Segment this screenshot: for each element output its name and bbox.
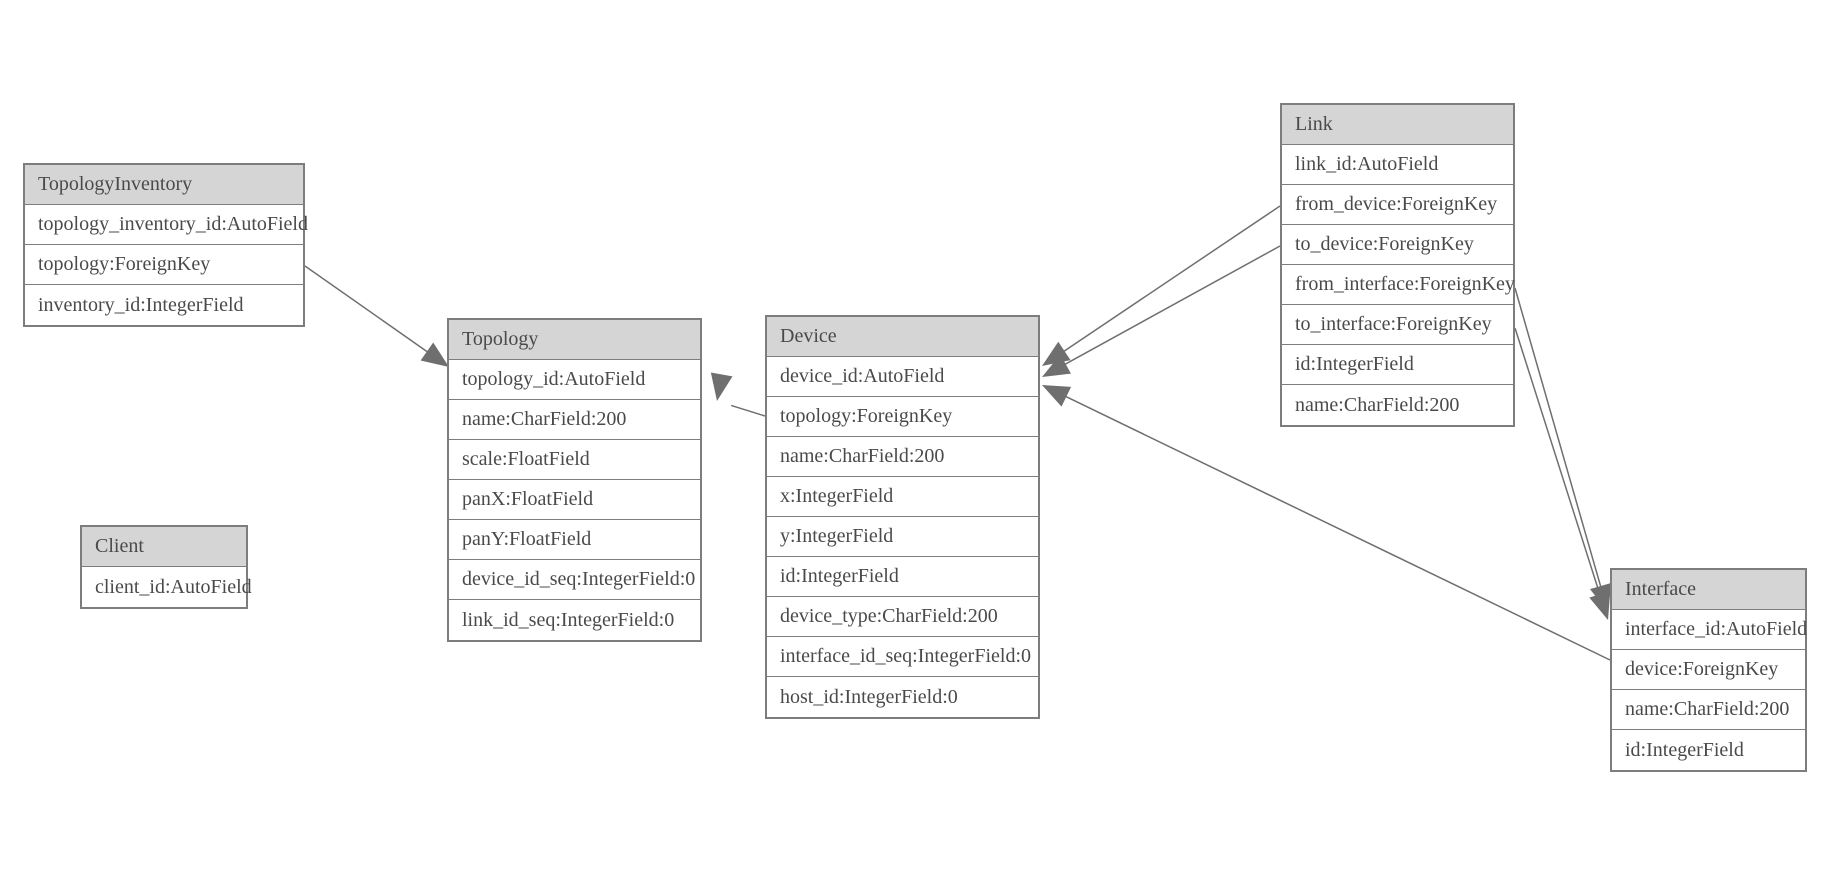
entity-field-row: client_id:AutoField (82, 567, 252, 607)
entity-field-row: from_device:ForeignKey (1282, 185, 1513, 225)
entity-field-row: name:CharField:200 (1612, 690, 1805, 730)
relationship-line (1053, 205, 1281, 359)
arrowhead-icon (1589, 583, 1612, 612)
entity-field-row: topology_inventory_id:AutoField (25, 205, 308, 245)
entity-field-row: panY:FloatField (449, 520, 700, 560)
entity-title-link: Link (1282, 105, 1513, 145)
entity-field-row: inventory_id:IntegerField (25, 285, 303, 325)
arrowhead-icon (1589, 590, 1611, 620)
relationship-line (304, 265, 438, 360)
entity-field-row: id:IntegerField (1282, 345, 1513, 385)
relationship-line (1055, 390, 1611, 661)
entity-field-row: x:IntegerField (767, 477, 1038, 517)
entity-field-row: link_id:AutoField (1282, 145, 1513, 185)
entity-field-row: to_device:ForeignKey (1282, 225, 1513, 265)
entity-field-row: id:IntegerField (1612, 730, 1805, 770)
entity-field-row: device_id:AutoField (767, 357, 1038, 397)
relationship-line (1054, 245, 1281, 371)
arrowhead-icon (1042, 385, 1072, 407)
arrowhead-icon (420, 342, 449, 367)
entity-field-row: host_id:IntegerField:0 (767, 677, 1038, 717)
entity-field-row: topology:ForeignKey (767, 397, 1038, 437)
entity-field-row: from_interface:ForeignKey (1282, 265, 1515, 305)
entity-title-interface: Interface (1612, 570, 1805, 610)
entity-field-row: device:ForeignKey (1612, 650, 1805, 690)
entity-title-client: Client (82, 527, 246, 567)
relation-Link.from_interface-to-Interface.interface_id (1514, 287, 1612, 612)
relationship-line (1514, 327, 1605, 607)
entity-title-device: Device (767, 317, 1038, 357)
arrowhead-icon (710, 372, 733, 401)
entity-field-row: y:IntegerField (767, 517, 1038, 557)
relation-TopologyInventory.topology-to-Topology.topology_id (304, 265, 449, 367)
entity-title-topology: Topology (449, 320, 700, 360)
relationship-line (730, 404, 766, 417)
entity-title-topology-inventory: TopologyInventory (25, 165, 303, 205)
arrowhead-icon (1042, 354, 1071, 377)
entity-field-row: name:CharField:200 (1282, 385, 1513, 425)
relation-Link.to_device-to-Device.device_id (1042, 245, 1281, 377)
entity-field-row: interface_id_seq:IntegerField:0 (767, 637, 1038, 677)
relation-Link.to_interface-to-Interface.interface_id (1514, 327, 1611, 620)
entity-field-row: topology:ForeignKey (25, 245, 303, 285)
entity-field-row: to_interface:ForeignKey (1282, 305, 1513, 345)
entity-field-row: name:CharField:200 (449, 400, 700, 440)
entity-field-row: name:CharField:200 (767, 437, 1038, 477)
arrowhead-icon (1042, 341, 1071, 366)
relation-Device.topology-to-Topology.topology_id (710, 372, 766, 417)
entity-field-row: interface_id:AutoField (1612, 610, 1807, 650)
entity-field-row: device_id_seq:IntegerField:0 (449, 560, 700, 600)
entity-field-row: device_type:CharField:200 (767, 597, 1038, 637)
entity-field-row: scale:FloatField (449, 440, 700, 480)
entity-field-row: panX:FloatField (449, 480, 700, 520)
entity-field-row: topology_id:AutoField (449, 360, 700, 400)
relationship-line (1514, 287, 1605, 598)
entity-field-row: link_id_seq:IntegerField:0 (449, 600, 700, 640)
relation-Link.from_device-to-Device.device_id (1042, 205, 1281, 366)
entity-field-row: id:IntegerField (767, 557, 1038, 597)
